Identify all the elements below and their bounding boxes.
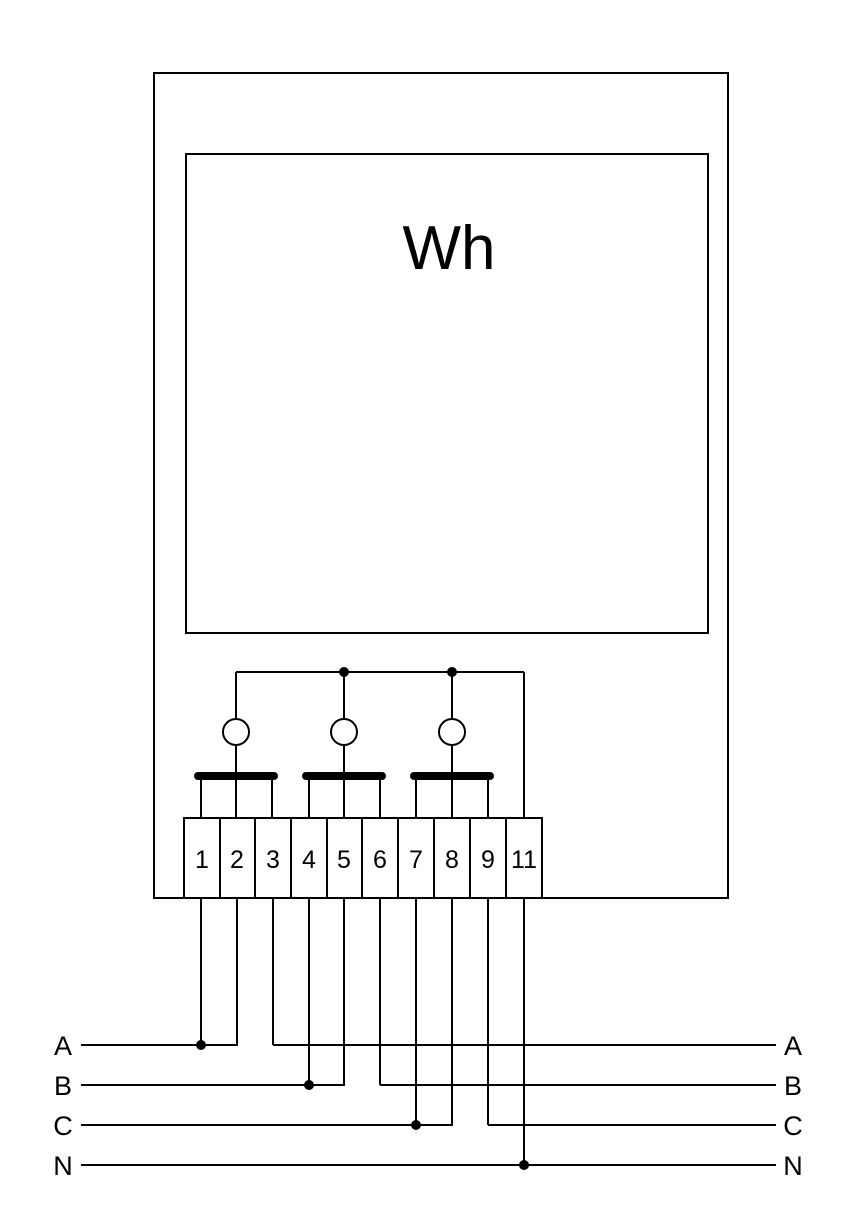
label-n-right: N xyxy=(783,1151,803,1181)
terminal-9: 9 xyxy=(469,817,507,899)
voltage-coils xyxy=(222,718,466,818)
svg-text:2: 2 xyxy=(230,846,244,874)
label-b-right: B xyxy=(784,1071,802,1101)
voltage-coil-c xyxy=(438,718,466,746)
terminal-8: 8 xyxy=(433,817,471,899)
terminal-11: 11 xyxy=(505,817,543,899)
label-c-right: C xyxy=(783,1111,803,1141)
svg-text:9: 9 xyxy=(481,846,495,874)
svg-text:3: 3 xyxy=(266,846,280,874)
external-wiring xyxy=(196,898,529,1170)
current-coils xyxy=(194,772,494,818)
svg-text:8: 8 xyxy=(445,846,459,874)
svg-text:7: 7 xyxy=(409,846,423,874)
voltage-coil-a xyxy=(222,718,250,746)
junction-dot xyxy=(447,667,457,677)
terminal-3: 3 xyxy=(254,817,292,899)
terminal-1: 1 xyxy=(183,817,221,899)
line-labels-left: A B C N xyxy=(53,1031,73,1181)
supply-lines xyxy=(81,1044,776,1166)
internal-neutral-bus xyxy=(235,667,525,818)
terminal-7: 7 xyxy=(397,817,435,899)
line-labels-right: A B C N xyxy=(783,1031,803,1181)
voltage-coil-b xyxy=(330,718,358,746)
svg-text:1: 1 xyxy=(195,846,209,874)
terminal-6: 6 xyxy=(361,817,399,899)
svg-text:6: 6 xyxy=(373,846,387,874)
junction-dot xyxy=(339,667,349,677)
terminal-5: 5 xyxy=(326,817,363,899)
label-n-left: N xyxy=(53,1151,73,1181)
terminal-block: 1 2 3 4 5 6 7 8 xyxy=(183,817,543,899)
label-c-left: C xyxy=(53,1111,73,1141)
label-a-left: A xyxy=(54,1031,72,1061)
svg-text:4: 4 xyxy=(302,846,316,874)
label-b-left: B xyxy=(54,1071,72,1101)
meter-display-window xyxy=(185,153,709,634)
terminal-2: 2 xyxy=(219,817,256,899)
svg-text:11: 11 xyxy=(511,846,537,874)
meter-unit-label: Wh xyxy=(403,214,496,283)
label-a-right: A xyxy=(784,1031,802,1061)
terminal-4: 4 xyxy=(290,817,328,899)
svg-text:5: 5 xyxy=(337,846,351,874)
